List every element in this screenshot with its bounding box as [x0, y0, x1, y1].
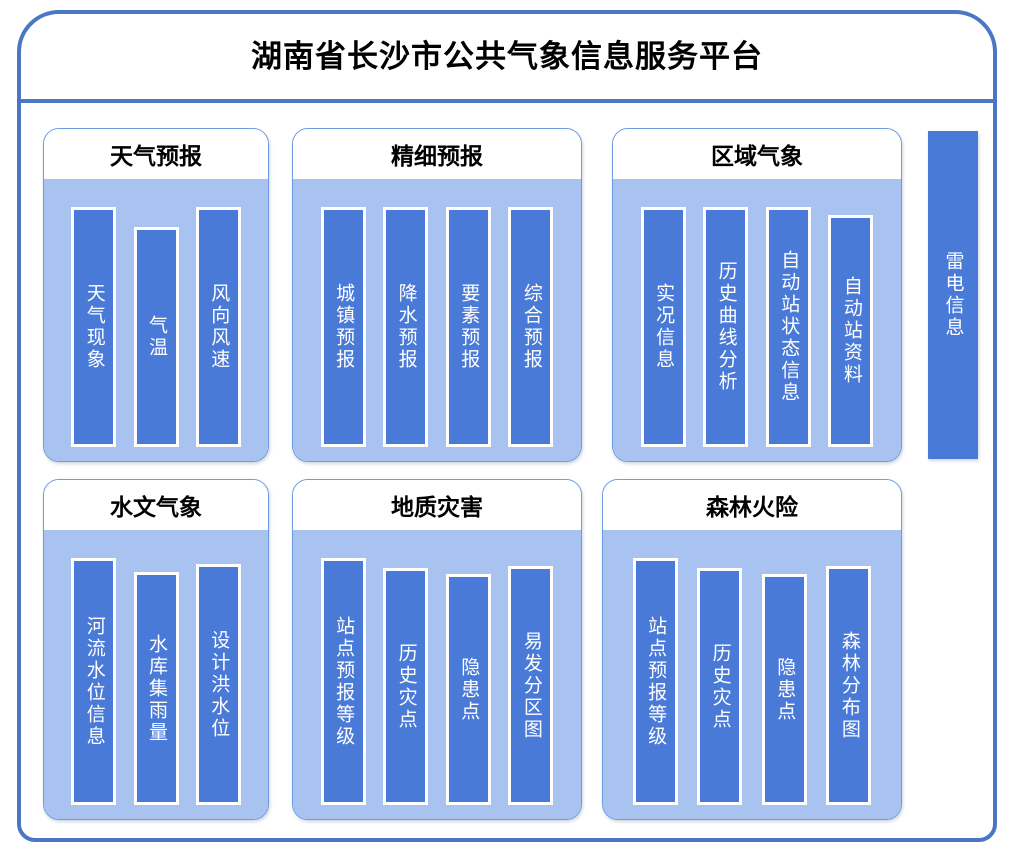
item-bar[interactable]: 天气现象 — [71, 207, 117, 447]
panel-geological-disaster: 地质灾害站点预报等级历史灾点隐患点易发分区图 — [292, 479, 582, 820]
item-bar[interactable]: 要素预报 — [445, 207, 491, 447]
panel-body-weather-forecast: 天气现象气温风向风速 — [44, 179, 268, 461]
item-bar[interactable]: 河流水位信息 — [71, 558, 117, 805]
panel-forest-fire-risk: 森林火险站点预报等级历史灾点隐患点森林分布图 — [602, 479, 902, 820]
item-bar[interactable]: 历史曲线分析 — [703, 207, 749, 447]
platform-header: 湖南省长沙市公共气象信息服务平台 — [21, 14, 993, 103]
panel-title-geological-disaster: 地质灾害 — [293, 480, 581, 530]
item-bar[interactable]: 城镇预报 — [320, 207, 366, 447]
item-bar[interactable]: 森林分布图 — [826, 566, 872, 805]
panel-title-weather-forecast: 天气预报 — [44, 129, 268, 179]
item-bar[interactable]: 站点预报等级 — [320, 558, 366, 805]
panel-body-regional-meteorology: 实况信息历史曲线分析自动站状态信息自动站资料 — [613, 179, 901, 461]
panel-title-forest-fire-risk: 森林火险 — [603, 480, 901, 530]
item-bar[interactable]: 设计洪水位 — [195, 564, 241, 805]
panel-regional-meteorology: 区域气象实况信息历史曲线分析自动站状态信息自动站资料 — [612, 128, 902, 462]
panel-body-geological-disaster: 站点预报等级历史灾点隐患点易发分区图 — [293, 530, 581, 819]
panel-title-fine-forecast: 精细预报 — [293, 129, 581, 179]
panel-title-regional-meteorology: 区域气象 — [613, 129, 901, 179]
item-bar-lightning-info[interactable]: 雷电信息 — [928, 131, 978, 459]
item-bar[interactable]: 自动站资料 — [828, 215, 874, 447]
item-bar[interactable]: 降水预报 — [383, 207, 429, 447]
item-bar[interactable]: 隐患点 — [445, 574, 491, 805]
item-bar[interactable]: 综合预报 — [508, 207, 554, 447]
item-bar[interactable]: 历史灾点 — [697, 568, 743, 805]
panel-hydro-meteorology: 水文气象河流水位信息水库集雨量设计洪水位 — [43, 479, 269, 820]
item-bar[interactable]: 自动站状态信息 — [765, 207, 811, 447]
item-bar[interactable]: 气温 — [133, 227, 179, 447]
item-bar[interactable]: 易发分区图 — [508, 566, 554, 805]
panel-body-hydro-meteorology: 河流水位信息水库集雨量设计洪水位 — [44, 530, 268, 819]
item-bar[interactable]: 历史灾点 — [383, 568, 429, 805]
panel-title-hydro-meteorology: 水文气象 — [44, 480, 268, 530]
panel-weather-forecast: 天气预报天气现象气温风向风速 — [43, 128, 269, 462]
item-bar[interactable]: 站点预报等级 — [632, 558, 678, 805]
page-title: 湖南省长沙市公共气象信息服务平台 — [251, 39, 763, 74]
panel-body-forest-fire-risk: 站点预报等级历史灾点隐患点森林分布图 — [603, 530, 901, 819]
item-bar[interactable]: 水库集雨量 — [133, 572, 179, 805]
item-bar[interactable]: 隐患点 — [761, 574, 807, 805]
item-bar[interactable]: 实况信息 — [640, 207, 686, 447]
item-bar[interactable]: 风向风速 — [195, 207, 241, 447]
panel-fine-forecast: 精细预报城镇预报降水预报要素预报综合预报 — [292, 128, 582, 462]
panel-body-fine-forecast: 城镇预报降水预报要素预报综合预报 — [293, 179, 581, 461]
